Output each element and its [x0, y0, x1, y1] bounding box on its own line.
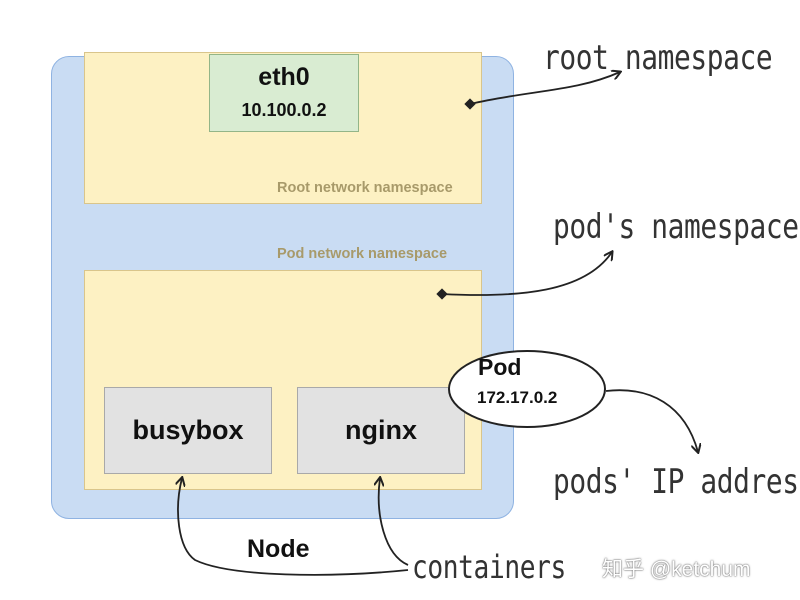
containers-annotation: containers	[412, 548, 566, 586]
pod-namespace-arrow	[441, 252, 612, 296]
eth0-ip: 10.100.0.2	[241, 100, 327, 120]
pod-ip-arrow	[605, 389, 698, 452]
containers-arrow-busybox	[178, 478, 409, 576]
pod-label: Pod	[478, 354, 522, 380]
pod-ip: 172.17.0.2	[477, 388, 558, 407]
eth0-name: eth0	[258, 63, 310, 91]
root-namespace-annotation: root namespace	[543, 38, 773, 78]
container-nginx: nginx	[297, 387, 465, 474]
root-namespace-label: Root network namespace	[277, 180, 453, 196]
pod-ellipse	[448, 350, 606, 428]
root-namespace-arrow	[469, 72, 620, 105]
pod-namespace-label: Pod network namespace	[277, 246, 448, 262]
node-label: Node	[247, 535, 310, 563]
container-busybox: busybox	[104, 387, 272, 474]
pod-namespace-annotation: pod's namespace	[553, 207, 799, 247]
eth0-interface: eth0 10.100.0.2	[209, 54, 359, 132]
watermark: 知乎 @ketchum	[602, 558, 751, 581]
pod-ip-annotation: pods' IP address	[553, 462, 800, 502]
containers-arrow-nginx	[379, 478, 409, 566]
